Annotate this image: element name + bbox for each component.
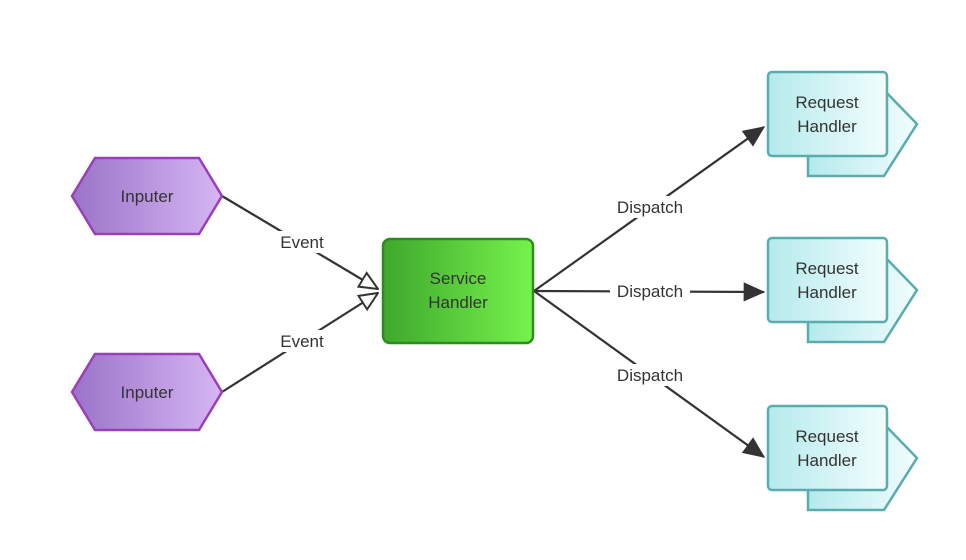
request-handler-2-label-line1: Request — [795, 259, 859, 278]
inputer-node-2-label: Inputer — [121, 383, 174, 402]
inputer-node-1-label: Inputer — [121, 187, 174, 206]
request-handler-3-label-line2: Handler — [797, 451, 857, 470]
request-handler-1-label-line2: Handler — [797, 117, 857, 136]
inputer-node-2-shape — [70, 352, 224, 432]
request-handler-2-label-line2: Handler — [797, 283, 857, 302]
request-handler-node-2[interactable]: Request Handler — [766, 236, 919, 344]
edge-dispatch-3-label-bg — [610, 364, 690, 386]
request-handler-node-1[interactable]: Request Handler — [766, 70, 919, 178]
request-handler-2-front-shape — [766, 236, 889, 324]
edge-event-2-label: Event — [280, 332, 324, 351]
inputer-node-1[interactable]: Inputer — [70, 156, 224, 236]
inputer-node-2[interactable]: Inputer — [70, 352, 224, 432]
edge-event-2-label-bg — [274, 330, 330, 352]
edge-dispatch-1-label-bg — [610, 196, 690, 218]
request-handler-node-3[interactable]: Request Handler — [766, 404, 919, 512]
request-handler-1-label-line1: Request — [795, 93, 859, 112]
edge-event-1: Event — [221, 195, 378, 289]
edge-dispatch-2: Dispatch — [533, 280, 764, 302]
service-handler-label-line2: Handler — [428, 293, 488, 312]
inputer-node-1-shape — [70, 156, 224, 236]
request-handler-3-front-shape — [766, 404, 889, 492]
edge-dispatch-3-label: Dispatch — [617, 366, 683, 385]
edge-event-2: Event — [221, 293, 378, 393]
edge-event-1-label-bg — [274, 231, 330, 253]
edge-dispatch-2-label: Dispatch — [617, 282, 683, 301]
service-handler-shape — [381, 237, 535, 345]
edge-dispatch-1-label: Dispatch — [617, 198, 683, 217]
request-handler-3-label-line1: Request — [795, 427, 859, 446]
edge-dispatch-2-label-bg — [610, 280, 690, 302]
request-handler-1-front-shape — [766, 70, 889, 158]
edge-dispatch-1: Dispatch — [533, 126, 764, 292]
service-handler-node[interactable]: Service Handler — [381, 237, 535, 345]
service-handler-label-line1: Service — [430, 269, 487, 288]
edge-dispatch-3: Dispatch — [533, 290, 764, 458]
edge-event-1-label: Event — [280, 233, 324, 252]
